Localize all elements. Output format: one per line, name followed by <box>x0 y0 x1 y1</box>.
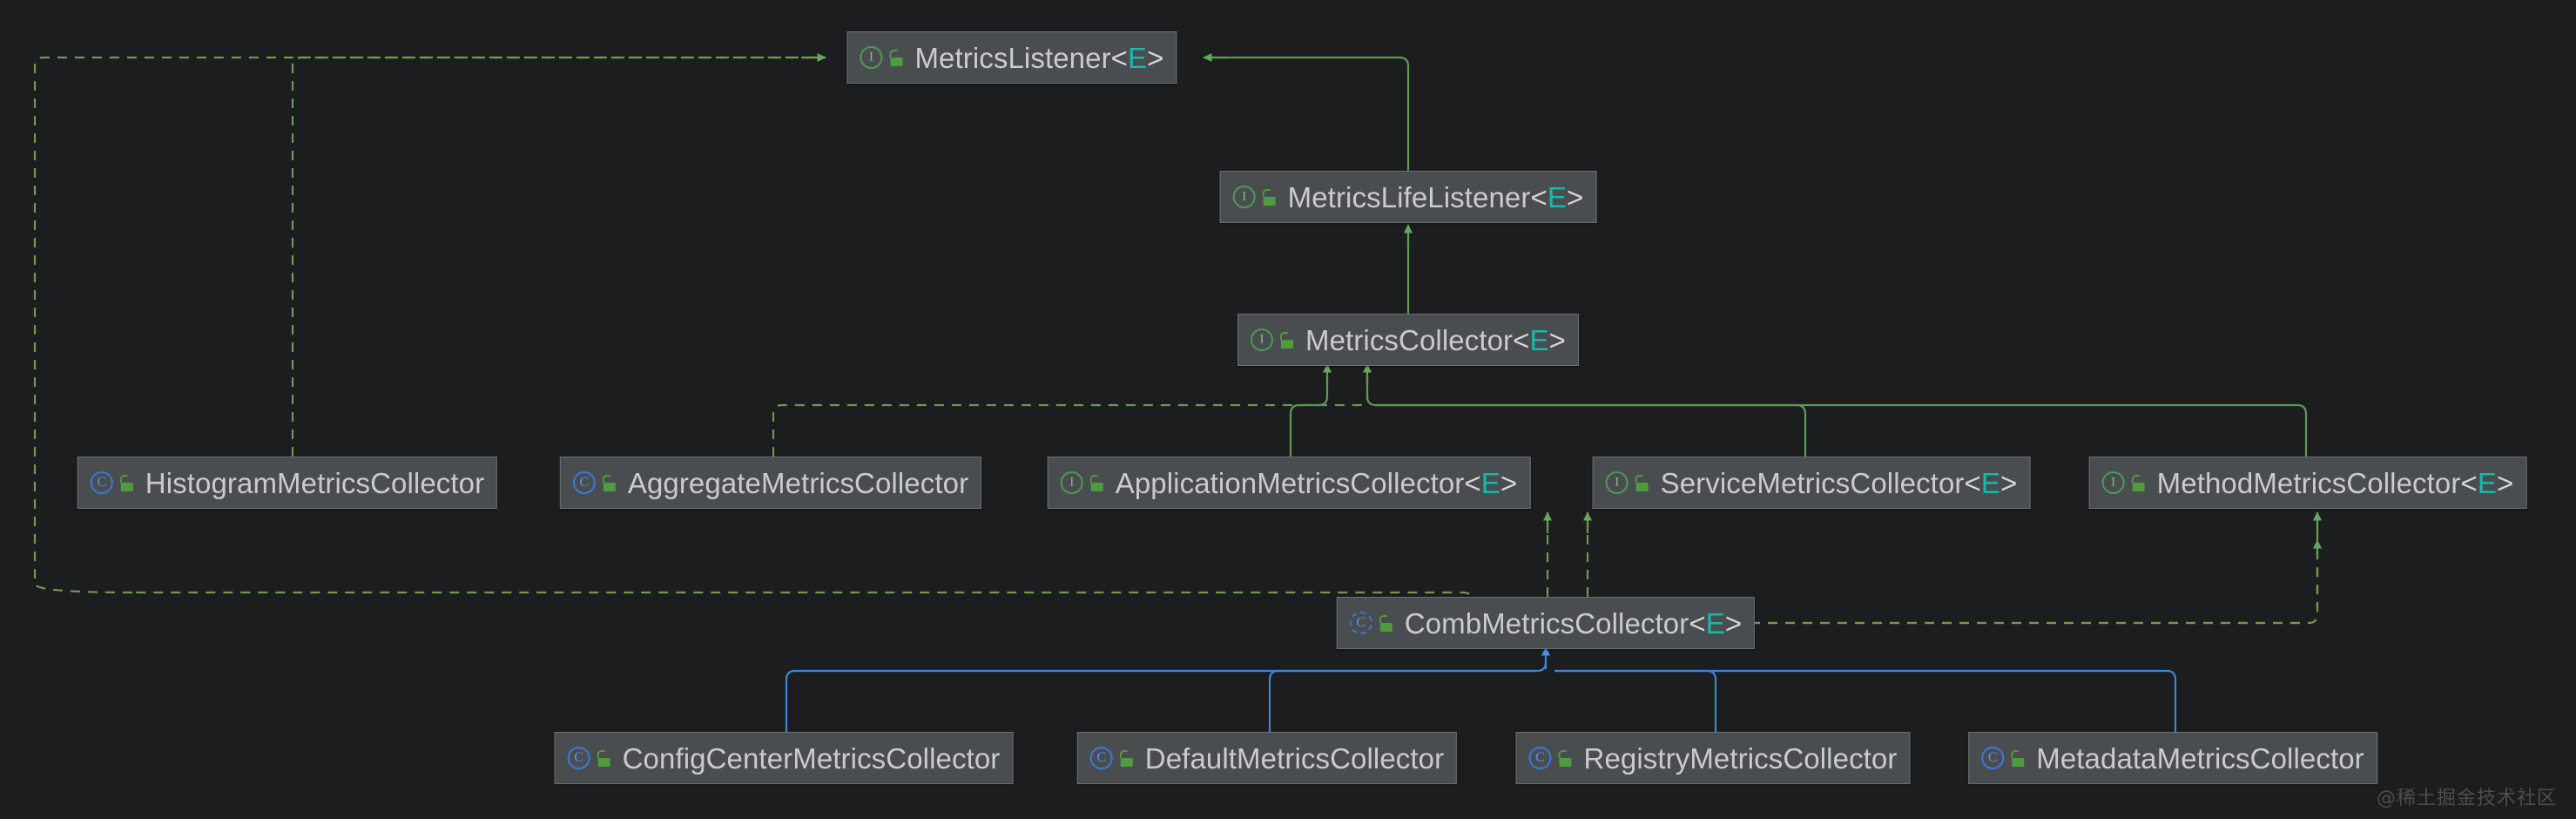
node-config-center-metrics-collector[interactable]: ConfigCenterMetricsCollector <box>554 732 1014 784</box>
node-label: ConfigCenterMetricsCollector <box>622 741 1001 775</box>
node-histogram-metrics-collector[interactable]: HistogramMetricsCollector <box>77 457 498 509</box>
node-icons <box>567 747 611 769</box>
interface-icon <box>2101 471 2125 494</box>
node-comb-metrics-collector[interactable]: CombMetricsCollector<E> <box>1336 597 1756 649</box>
class-icon <box>572 471 596 494</box>
unlocked-lock-icon <box>597 749 611 767</box>
class-icon <box>1089 747 1113 769</box>
unlocked-lock-icon <box>1262 188 1277 206</box>
node-label: MetricsCollector<E> <box>1305 323 1567 356</box>
node-label: MethodMetricsCollector<E> <box>2156 466 2514 499</box>
class-icon <box>90 471 113 494</box>
interface-icon <box>1232 186 1256 208</box>
abstract-class-icon <box>1349 612 1372 634</box>
node-icons <box>1528 747 1573 769</box>
class-icon <box>1981 747 2005 769</box>
node-application-metrics-collector[interactable]: ApplicationMetricsCollector<E> <box>1047 457 1531 509</box>
unlocked-lock-icon <box>2131 474 2146 491</box>
class-icon <box>1528 747 1552 769</box>
unlocked-lock-icon <box>888 49 903 66</box>
node-icons <box>860 46 903 69</box>
node-icons <box>572 471 617 494</box>
unlocked-lock-icon <box>602 474 617 491</box>
node-label: CombMetricsCollector<E> <box>1404 606 1743 640</box>
edge-default-to-comb <box>1268 669 1537 732</box>
node-aggregate-metrics-collector[interactable]: AggregateMetricsCollector <box>559 457 982 509</box>
watermark: @稀土掘金技术社区 <box>2376 788 2557 809</box>
unlocked-lock-icon <box>1119 749 1134 767</box>
node-metadata-metrics-collector[interactable]: MetadataMetricsCollector <box>1968 732 2377 784</box>
node-icons <box>1089 747 1134 769</box>
unlocked-lock-icon <box>1379 614 1393 632</box>
interface-icon <box>1605 471 1629 494</box>
class-icon <box>567 747 590 769</box>
node-service-metrics-collector[interactable]: ServiceMetricsCollector<E> <box>1592 457 2031 509</box>
node-label: MetricsLifeListener<E> <box>1287 180 1584 213</box>
interface-icon <box>860 46 883 69</box>
unlocked-lock-icon <box>119 474 134 491</box>
node-method-metrics-collector[interactable]: MethodMetricsCollector<E> <box>2088 457 2527 509</box>
node-label: ServiceMetricsCollector<E> <box>1660 466 2018 499</box>
unlocked-lock-icon <box>1635 474 1649 491</box>
interface-icon <box>1250 328 1273 351</box>
node-icons <box>90 471 134 494</box>
node-registry-metrics-collector[interactable]: RegistryMetricsCollector <box>1515 732 1911 784</box>
edge-metadata-to-comb <box>1554 669 2177 732</box>
node-icons <box>1605 471 1649 494</box>
node-metrics-listener[interactable]: MetricsListener<E> <box>846 31 1177 84</box>
node-metrics-life-listener[interactable]: MetricsLifeListener<E> <box>1219 171 1597 223</box>
node-icons <box>1349 612 1393 634</box>
node-default-metrics-collector[interactable]: DefaultMetricsCollector <box>1076 732 1458 784</box>
interface-icon <box>1060 471 1083 494</box>
node-label: HistogramMetricsCollector <box>145 466 485 499</box>
node-label: MetadataMetricsCollector <box>2036 741 2364 775</box>
unlocked-lock-icon <box>1558 749 1573 767</box>
node-label: DefaultMetricsCollector <box>1144 741 1445 775</box>
node-icons <box>1232 186 1277 208</box>
unlocked-lock-icon <box>1279 331 1294 349</box>
node-icons <box>2101 471 2146 494</box>
node-metrics-collector[interactable]: MetricsCollector<E> <box>1237 314 1580 366</box>
node-label: ApplicationMetricsCollector<E> <box>1115 466 1518 499</box>
node-icons <box>1250 328 1294 351</box>
node-icons <box>1060 471 1104 494</box>
node-label: MetricsListener<E> <box>914 41 1164 74</box>
node-label: AggregateMetricsCollector <box>627 466 969 499</box>
unlocked-lock-icon <box>1089 474 1104 491</box>
edge-registry-to-comb <box>1554 669 1717 732</box>
unlocked-lock-icon <box>2010 749 2025 767</box>
node-label: RegistryMetricsCollector <box>1583 741 1898 775</box>
node-icons <box>1981 747 2025 769</box>
